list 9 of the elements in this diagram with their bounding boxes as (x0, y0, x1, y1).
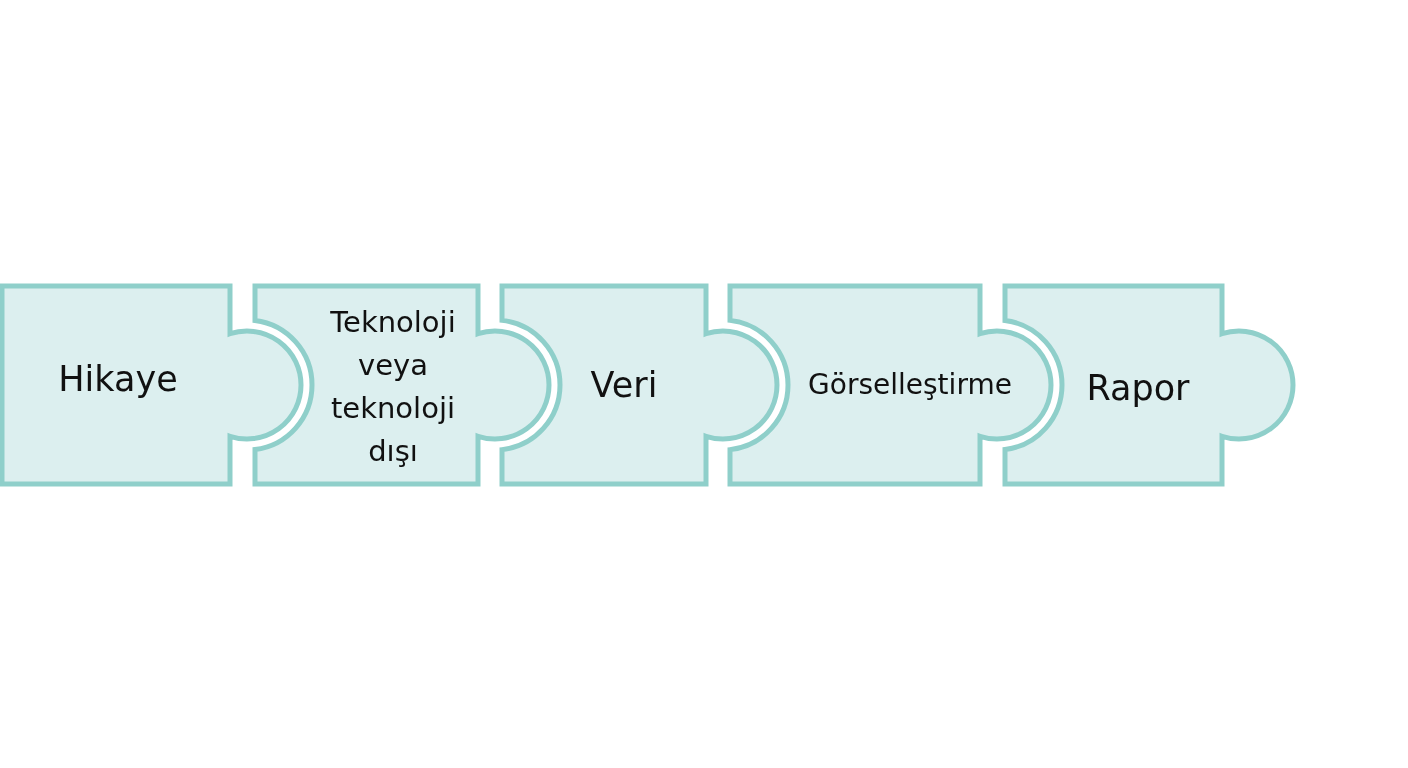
puzzle-piece (251, 282, 553, 488)
puzzle-piece (498, 282, 781, 488)
puzzle-piece (0, 282, 305, 488)
piece-label: Hikaye (58, 358, 178, 400)
piece-label: Teknoloji veya teknoloji dışı (330, 304, 456, 470)
piece-label: Veri (590, 364, 658, 406)
piece-label: Görselleştirme (808, 367, 1012, 403)
piece-label: Rapor (1086, 367, 1190, 409)
puzzle-piece (726, 282, 1055, 488)
